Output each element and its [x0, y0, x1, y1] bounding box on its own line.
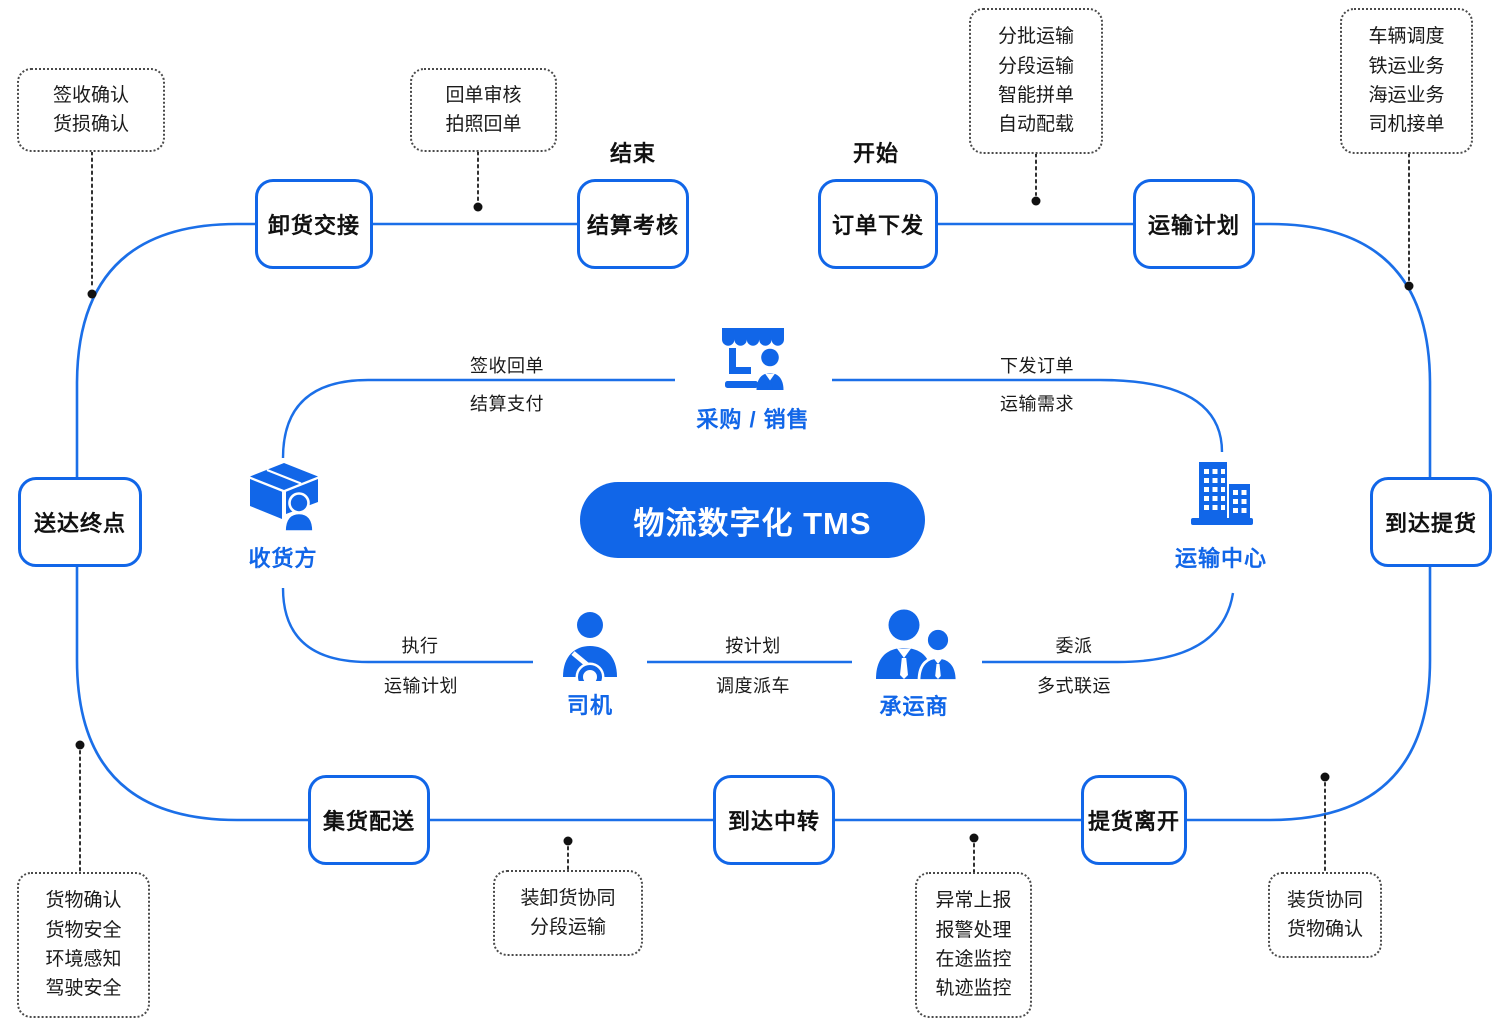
flow-marker-end: 结束: [609, 141, 657, 166]
callout-line: 分段运输: [529, 917, 606, 938]
node-settlement-assessment: 结算考核: [577, 179, 689, 269]
callout-load-coord: 装货协同 货物确认: [1268, 872, 1382, 958]
callout-batch-transport: 分批运输 分段运输 智能拼单 自动配载: [969, 8, 1103, 154]
callout-line: 海运业务: [1368, 85, 1445, 106]
callout-line: 拍照回单: [445, 114, 522, 135]
node-unload-handover: 卸货交接: [255, 179, 373, 269]
callout-line: 报警处理: [935, 919, 1012, 941]
callout-line: 货物确认: [45, 890, 122, 912]
callout-receipt-review: 回单审核 拍照回单: [410, 68, 557, 152]
callout-line: 智能拼单: [997, 85, 1074, 106]
connector-dots: [75, 196, 1414, 846]
callout-line: 驾驶安全: [45, 978, 122, 1000]
entity-label-carrier: 承运商: [879, 694, 949, 719]
callout-line: 回单审核: [445, 84, 522, 106]
edge-label-settle-pay: 结算支付: [470, 394, 544, 414]
edge-label-dispatch-vehicle: 调度派车: [716, 676, 790, 696]
edge-label-execute: 执行: [401, 636, 439, 656]
callout-loading-coord: 装卸货协同 分段运输: [493, 870, 643, 956]
callout-sign-confirm: 签收确认 货损确认: [17, 68, 165, 152]
edge-label-multimodal: 多式联运: [1037, 676, 1111, 696]
callout-line: 司机接单: [1368, 114, 1445, 136]
callout-line: 车辆调度: [1368, 26, 1445, 48]
callout-line: 在途监控: [935, 949, 1012, 970]
center-title-pill: 物流数字化 TMS: [580, 482, 925, 558]
callout-line: 货损确认: [52, 114, 129, 135]
callout-cargo-confirm: 货物确认 货物安全 环境感知 驾驶安全: [17, 872, 150, 1018]
callout-line: 异常上报: [935, 890, 1012, 912]
edge-label-transport-demand: 运输需求: [1000, 394, 1074, 414]
node-order-dispatch: 订单下发: [818, 179, 938, 269]
edge-label-sign-receipt: 签收回单: [470, 356, 544, 376]
node-transport-plan: 运输计划: [1133, 179, 1255, 269]
callout-line: 分段运输: [997, 55, 1074, 77]
callout-line: 货物安全: [45, 919, 122, 941]
edge-label-per-plan: 按计划: [725, 636, 781, 656]
edge-label-transport-plan: 运输计划: [384, 676, 458, 696]
building-icon: [1187, 460, 1257, 530]
edge-label-issue-order: 下发订单: [1000, 356, 1074, 376]
node-deliver-endpoint: 送达终点: [18, 477, 142, 567]
node-consolidation-delivery: 集货配送: [308, 775, 430, 865]
callout-line: 自动配载: [997, 114, 1074, 136]
callout-line: 分批运输: [997, 26, 1074, 48]
callout-line: 装货协同: [1286, 889, 1363, 911]
callout-line: 货物确认: [1286, 919, 1363, 940]
store-icon: [719, 328, 787, 392]
package-box-icon: [246, 462, 322, 533]
callout-line: 轨迹监控: [935, 978, 1012, 1000]
callout-abnormal-report: 异常上报 报警处理 在途监控 轨迹监控: [915, 872, 1032, 1018]
entity-label-driver: 司机: [566, 693, 614, 718]
node-arrive-transfer: 到达中转: [713, 775, 835, 865]
edge-label-delegate: 委派: [1055, 636, 1093, 656]
callout-line: 签收确认: [52, 84, 129, 106]
node-pickup-leave: 提货离开: [1081, 775, 1187, 865]
callout-line: 装卸货协同: [520, 887, 616, 909]
entity-label-purchase-sales: 采购 / 销售: [696, 407, 810, 432]
callout-line: 铁运业务: [1368, 55, 1445, 77]
callout-line: 环境感知: [45, 949, 122, 970]
inner-loop-paths: [281, 378, 1235, 664]
callout-connectors: [79, 151, 1410, 873]
node-arrive-pickup: 到达提货: [1370, 477, 1492, 567]
flow-marker-start: 开始: [852, 141, 900, 166]
entity-label-consignee: 收货方: [248, 546, 318, 571]
carrier-people-icon: [872, 609, 960, 682]
driver-icon: [560, 611, 620, 692]
entity-label-transport-center: 运输中心: [1174, 546, 1268, 571]
callout-vehicle-dispatch: 车辆调度 铁运业务 海运业务 司机接单: [1340, 8, 1473, 154]
